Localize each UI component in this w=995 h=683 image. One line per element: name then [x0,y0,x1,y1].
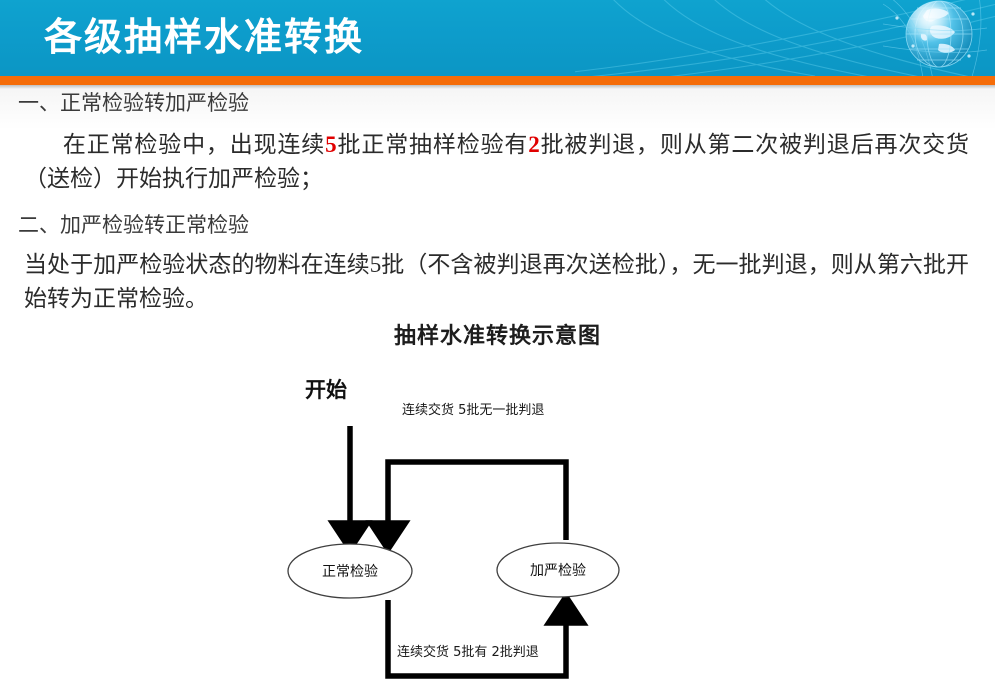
section1-heading: 一、正常检验转加严检验 [18,91,249,115]
edge-normal-to-tightened [385,591,589,679]
diagram-title: 抽样水准转换示意图 [393,323,601,348]
globe-icon [883,0,987,76]
section1-highlight-2: 2 [528,132,540,157]
diagram-bottom-edge-label: 连续交货 5批有 2批判退 [397,645,539,660]
accent-bar [0,76,995,85]
node-normal-inspection[interactable]: 正常检验 [287,543,413,599]
section1-highlight-5: 5 [325,132,337,157]
slide-header: 各级抽样水准转换 [0,0,995,76]
section1-part-2: 批正常抽样检验有 [336,132,529,157]
section2-heading: 二、加严检验转正常检验 [18,213,249,237]
edge-tightened-to-normal [365,459,569,555]
diagram-top-edge-label: 连续交货 5批无一批判退 [402,403,545,418]
node-tightened-inspection-label: 加严检验 [530,563,586,579]
section1-paragraph: 在正常检验中，出现连续5批正常抽样检验有2批被判退，则从第二次被判退后再次交货（… [0,128,995,196]
node-normal-inspection-label: 正常检验 [322,564,378,580]
flow-diagram: 抽样水准转换示意图 开始 连续交货 5批无一批判退 连续交货 5批有 2批判退 [0,318,995,683]
page-title: 各级抽样水准转换 [44,15,365,59]
node-tightened-inspection[interactable]: 加严检验 [496,542,620,598]
diagram-start-label: 开始 [305,378,347,402]
accent-bar-shadow [0,85,995,89]
section1-part-0: 在正常检验中，出现连续 [62,132,326,157]
slide-body: 一、正常检验转加严检验 在正常检验中，出现连续5批正常抽样检验有2批被判退，则从… [0,88,995,316]
section2-paragraph: 当处于加严检验状态的物料在连续5批（不含被判退再次送检批），无一批判退，则从第六… [24,252,969,311]
flow-graphics: 正常检验 加严检验 [287,426,620,679]
section1-part-4: 批被判退，则从第二次被判退后再次交货（送检）开始执行加严检验； [24,132,970,191]
